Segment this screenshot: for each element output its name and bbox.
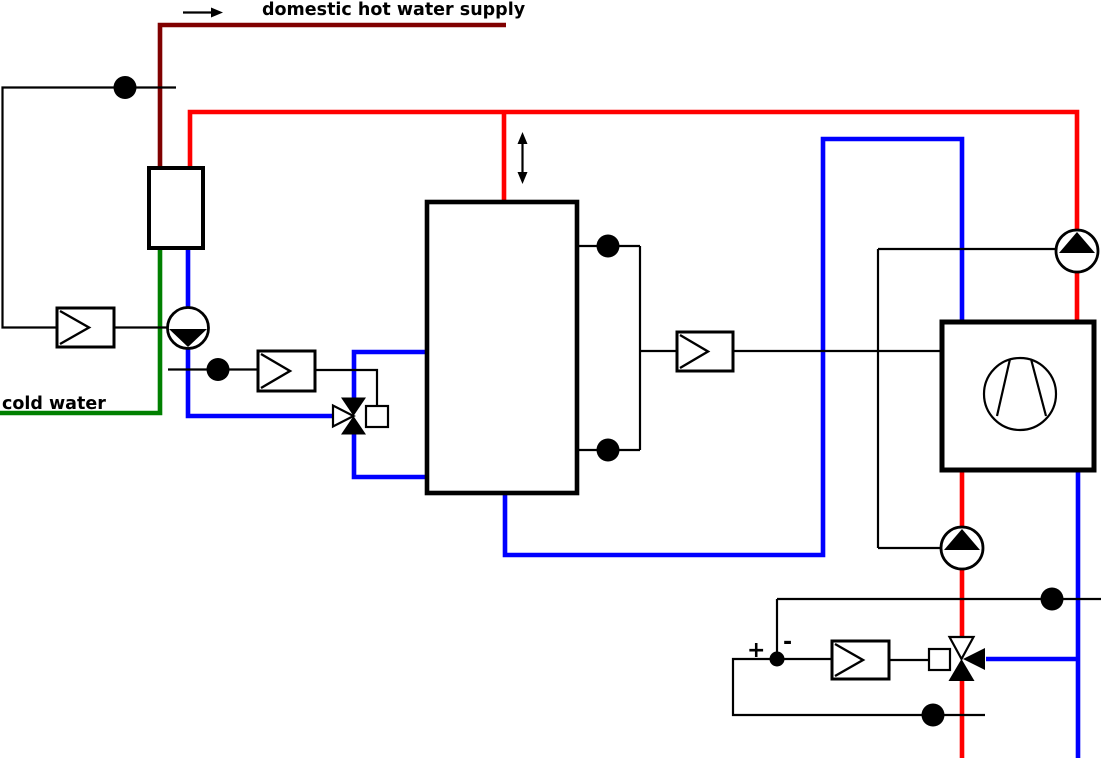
valve-port-right-icon	[963, 648, 985, 670]
controller-return-valve	[256, 349, 317, 393]
compressor-blade-right	[1029, 358, 1048, 417]
chevron-icon	[834, 642, 866, 678]
cold-pipe-buffer-to-heatpump	[502, 136, 965, 558]
variable-tap-double-arrow	[517, 132, 528, 184]
chevron-icon	[679, 333, 711, 370]
return-temp-sensor-icon	[206, 358, 230, 381]
valve-port-bottom-icon	[341, 416, 366, 435]
valve-port-bottom-icon	[948, 659, 975, 681]
dhw-heat-exchanger-tank	[147, 166, 205, 250]
cold-return-pipes	[185, 136, 1081, 758]
dhw-flow-arrow	[183, 7, 223, 18]
heatpump-supply-pump	[1054, 228, 1100, 274]
dhw-temp-sensor-icon	[113, 76, 137, 99]
heat-pump-unit	[939, 319, 1097, 473]
cold-pipe-valve-top-branch	[351, 349, 429, 399]
wire-controller2-to-valve-actuator	[315, 368, 379, 406]
valve-actuator	[364, 404, 390, 429]
cold-water-inlet-pipe	[0, 246, 163, 416]
return-diverting-valve	[331, 397, 390, 435]
buffer-bottom-temp-sensor-icon	[596, 438, 620, 462]
dhw-supply-label: domestic hot water supply	[262, 0, 526, 20]
valve-port-top-icon	[341, 397, 366, 416]
valve-actuator	[927, 647, 952, 672]
dhw-charge-pump	[166, 306, 210, 350]
cold-water-label: cold water	[2, 394, 106, 414]
pump-circle-icon	[166, 306, 210, 350]
pump-flow-triangle-up-icon	[944, 529, 980, 550]
chevron-icon	[59, 309, 92, 346]
chevron-icon	[260, 352, 293, 390]
buffer-top-temp-sensor-icon	[596, 234, 620, 258]
condenser-circuit-pump	[939, 525, 985, 571]
right-arrow-icon	[211, 7, 223, 18]
controller-buffer-tank	[675, 330, 735, 373]
controller-mixing-valve	[830, 639, 891, 681]
valve-port-left-icon	[331, 403, 356, 429]
cold-pipe-hx-to-valve	[185, 246, 336, 419]
summing-junction-dot	[769, 651, 785, 667]
minus-sign-label: -	[783, 630, 792, 655]
wire-dhw-sensor-to-controller1	[1, 86, 176, 329]
controller-dhw	[55, 306, 116, 349]
mains-cold-water-pipe	[0, 246, 163, 416]
plus-sign-label: +	[747, 638, 765, 663]
wire-plus-input-loop	[731, 657, 985, 717]
supply-temp-sensor-icon	[1040, 587, 1064, 611]
pump-flow-triangle-up-icon	[1059, 232, 1095, 253]
compressor-icon	[982, 356, 1058, 432]
down-arrowhead-icon	[517, 172, 528, 184]
buffer-storage-tank	[424, 199, 580, 496]
return-line-temp-sensor-icon	[921, 703, 945, 727]
dhw-supply-pipe	[157, 22, 506, 168]
temperature-sensors	[113, 76, 1064, 727]
condenser-mixing-valve	[927, 635, 985, 681]
compressor-blade-left	[995, 358, 1012, 417]
pump-flow-triangle-down-icon	[169, 329, 207, 347]
cold-pipe-valve-bottom-branch	[351, 433, 429, 480]
hot-header-pipe	[187, 109, 1080, 322]
valve-port-top-icon	[947, 635, 976, 662]
up-arrowhead-icon	[517, 132, 528, 144]
dhw-pipe-run	[157, 22, 506, 168]
